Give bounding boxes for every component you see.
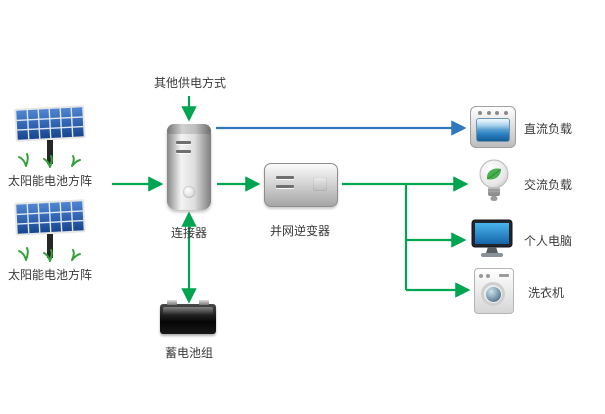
washer-controls bbox=[479, 273, 509, 278]
grass-decoration bbox=[18, 247, 81, 262]
inverter-label: 并网逆变器 bbox=[269, 224, 330, 238]
battery-terminal bbox=[167, 300, 177, 305]
battery-label: 蓄电池组 bbox=[164, 346, 213, 360]
dc-load-label: 直流负载 bbox=[524, 122, 573, 136]
washer-label: 洗衣机 bbox=[528, 286, 565, 300]
ac-load-label: 交流负载 bbox=[524, 178, 573, 192]
connector-tower-icon bbox=[167, 124, 211, 210]
other-supply-label: 其他供电方式 bbox=[153, 76, 226, 90]
tower-slot bbox=[176, 150, 191, 153]
connector-label: 连接器 bbox=[170, 226, 207, 240]
monitor-icon bbox=[471, 219, 513, 257]
inverter-slot bbox=[276, 185, 294, 188]
inverter-icon bbox=[264, 163, 338, 207]
inverter-slot bbox=[276, 176, 294, 179]
battery-terminal bbox=[199, 300, 209, 305]
battery-icon bbox=[160, 300, 216, 334]
solar-array-bottom-label: 太阳能电池方阵 bbox=[7, 268, 92, 282]
pc-label: 个人电脑 bbox=[524, 234, 573, 248]
washing-machine-icon bbox=[474, 268, 514, 314]
grass-decoration bbox=[18, 153, 81, 168]
inverter-button bbox=[313, 177, 327, 191]
tower-slot bbox=[176, 141, 191, 144]
solar-panel-icon bbox=[14, 199, 86, 262]
battery-gloss bbox=[163, 307, 213, 315]
solar-panel-icon bbox=[14, 105, 86, 168]
light-bulb-icon bbox=[479, 159, 509, 201]
washer-door bbox=[481, 282, 505, 306]
solar-array-top-label: 太阳能电池方阵 bbox=[7, 174, 92, 188]
oven-door bbox=[476, 118, 510, 142]
oven-knobs bbox=[478, 111, 508, 115]
tower-cap bbox=[167, 124, 211, 134]
tower-power-dot bbox=[183, 186, 195, 198]
washer-door-glass bbox=[485, 286, 501, 302]
dc-load-appliance-icon bbox=[470, 106, 516, 148]
